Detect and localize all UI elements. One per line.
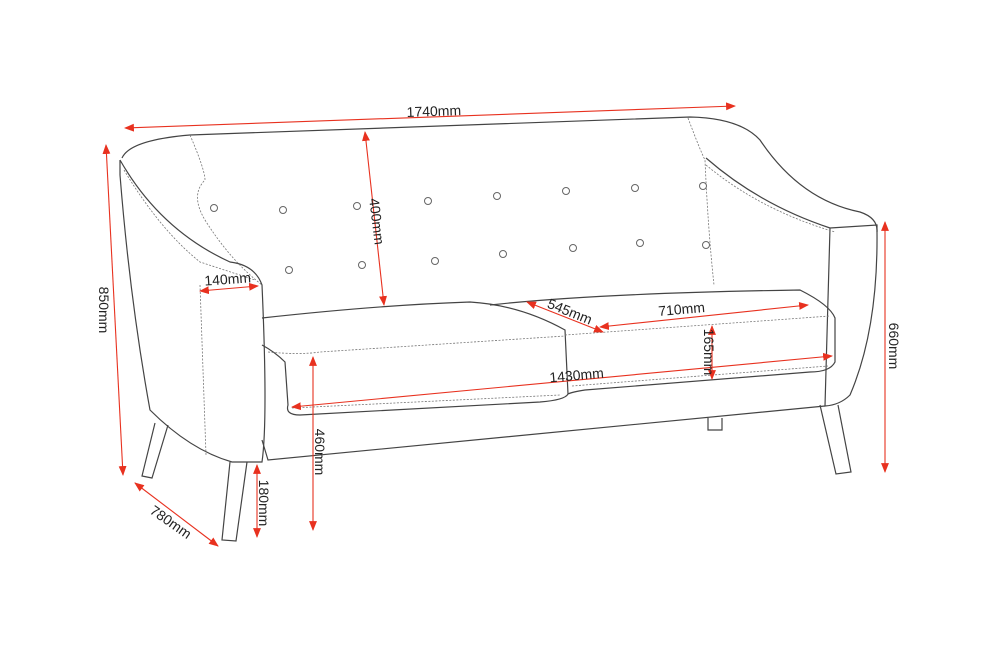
backrest-left-seam xyxy=(189,134,263,286)
tufting-button xyxy=(499,250,507,258)
label-seat-height: 460mm xyxy=(312,429,328,476)
tufting-button xyxy=(285,266,293,274)
leg-front-right xyxy=(819,404,852,475)
leg-front-center xyxy=(221,461,248,542)
label-cushion-width: 710mm xyxy=(658,299,706,319)
tufting-button xyxy=(636,239,644,247)
tufting-button xyxy=(562,187,570,195)
tufting-button xyxy=(631,184,639,192)
label-overall-depth: 780mm xyxy=(147,502,194,542)
label-back-height: 400mm xyxy=(366,197,388,245)
backrest-top xyxy=(121,116,878,233)
seat-cushion-left-bottom-seam xyxy=(291,394,561,409)
tufting-button xyxy=(424,197,432,205)
dim-arrow-1430 xyxy=(291,352,833,411)
dim-arrow-545 xyxy=(526,301,604,333)
label-arm-height: 660mm xyxy=(886,323,902,370)
dim-arrow-400 xyxy=(362,131,387,306)
seat-cushion-left-top-seam xyxy=(267,335,566,354)
label-arm-width: 140mm xyxy=(204,269,252,288)
tufting-button xyxy=(569,244,577,252)
dimension-lines xyxy=(102,102,889,547)
tufting-button xyxy=(493,192,501,200)
tufting-button xyxy=(210,204,218,212)
tufting-button xyxy=(353,202,361,210)
dim-arrow-850 xyxy=(102,144,127,476)
right-arm-seam xyxy=(705,164,836,233)
sofa-outline xyxy=(119,116,878,542)
leg-back xyxy=(707,418,723,431)
left-arm xyxy=(119,159,266,463)
dim-arrow-780 xyxy=(134,482,219,547)
tufting-buttons xyxy=(210,182,710,274)
backrest-right-seam xyxy=(687,117,715,286)
label-overall-height: 850mm xyxy=(96,287,112,334)
seat-cushion-right-top-seam xyxy=(564,315,831,336)
seat-cushion-left xyxy=(261,301,569,416)
dimension-labels: 1740mm 850mm 400mm 140mm 545mm 710mm 165… xyxy=(96,102,902,542)
left-arm-seam xyxy=(123,169,256,281)
tufting-button xyxy=(699,182,707,190)
dim-arrow-1740 xyxy=(124,102,736,132)
label-seat-depth: 545mm xyxy=(545,295,594,327)
sofa-base xyxy=(261,405,826,461)
label-leg-height: 180mm xyxy=(256,480,272,527)
label-seat-width: 1430mm xyxy=(549,365,605,386)
tufting-button xyxy=(702,241,710,249)
right-arm xyxy=(705,157,878,407)
label-cushion-height: 165mm xyxy=(701,329,717,376)
leg-front-left xyxy=(141,422,169,479)
tufting-button xyxy=(279,206,287,214)
dim-arrow-710 xyxy=(599,301,809,331)
dim-arrow-140 xyxy=(199,282,259,295)
label-overall-width: 1740mm xyxy=(406,102,461,120)
left-arm-front-seam xyxy=(199,284,207,456)
tufting-button xyxy=(358,261,366,269)
tufting-button xyxy=(431,257,439,265)
